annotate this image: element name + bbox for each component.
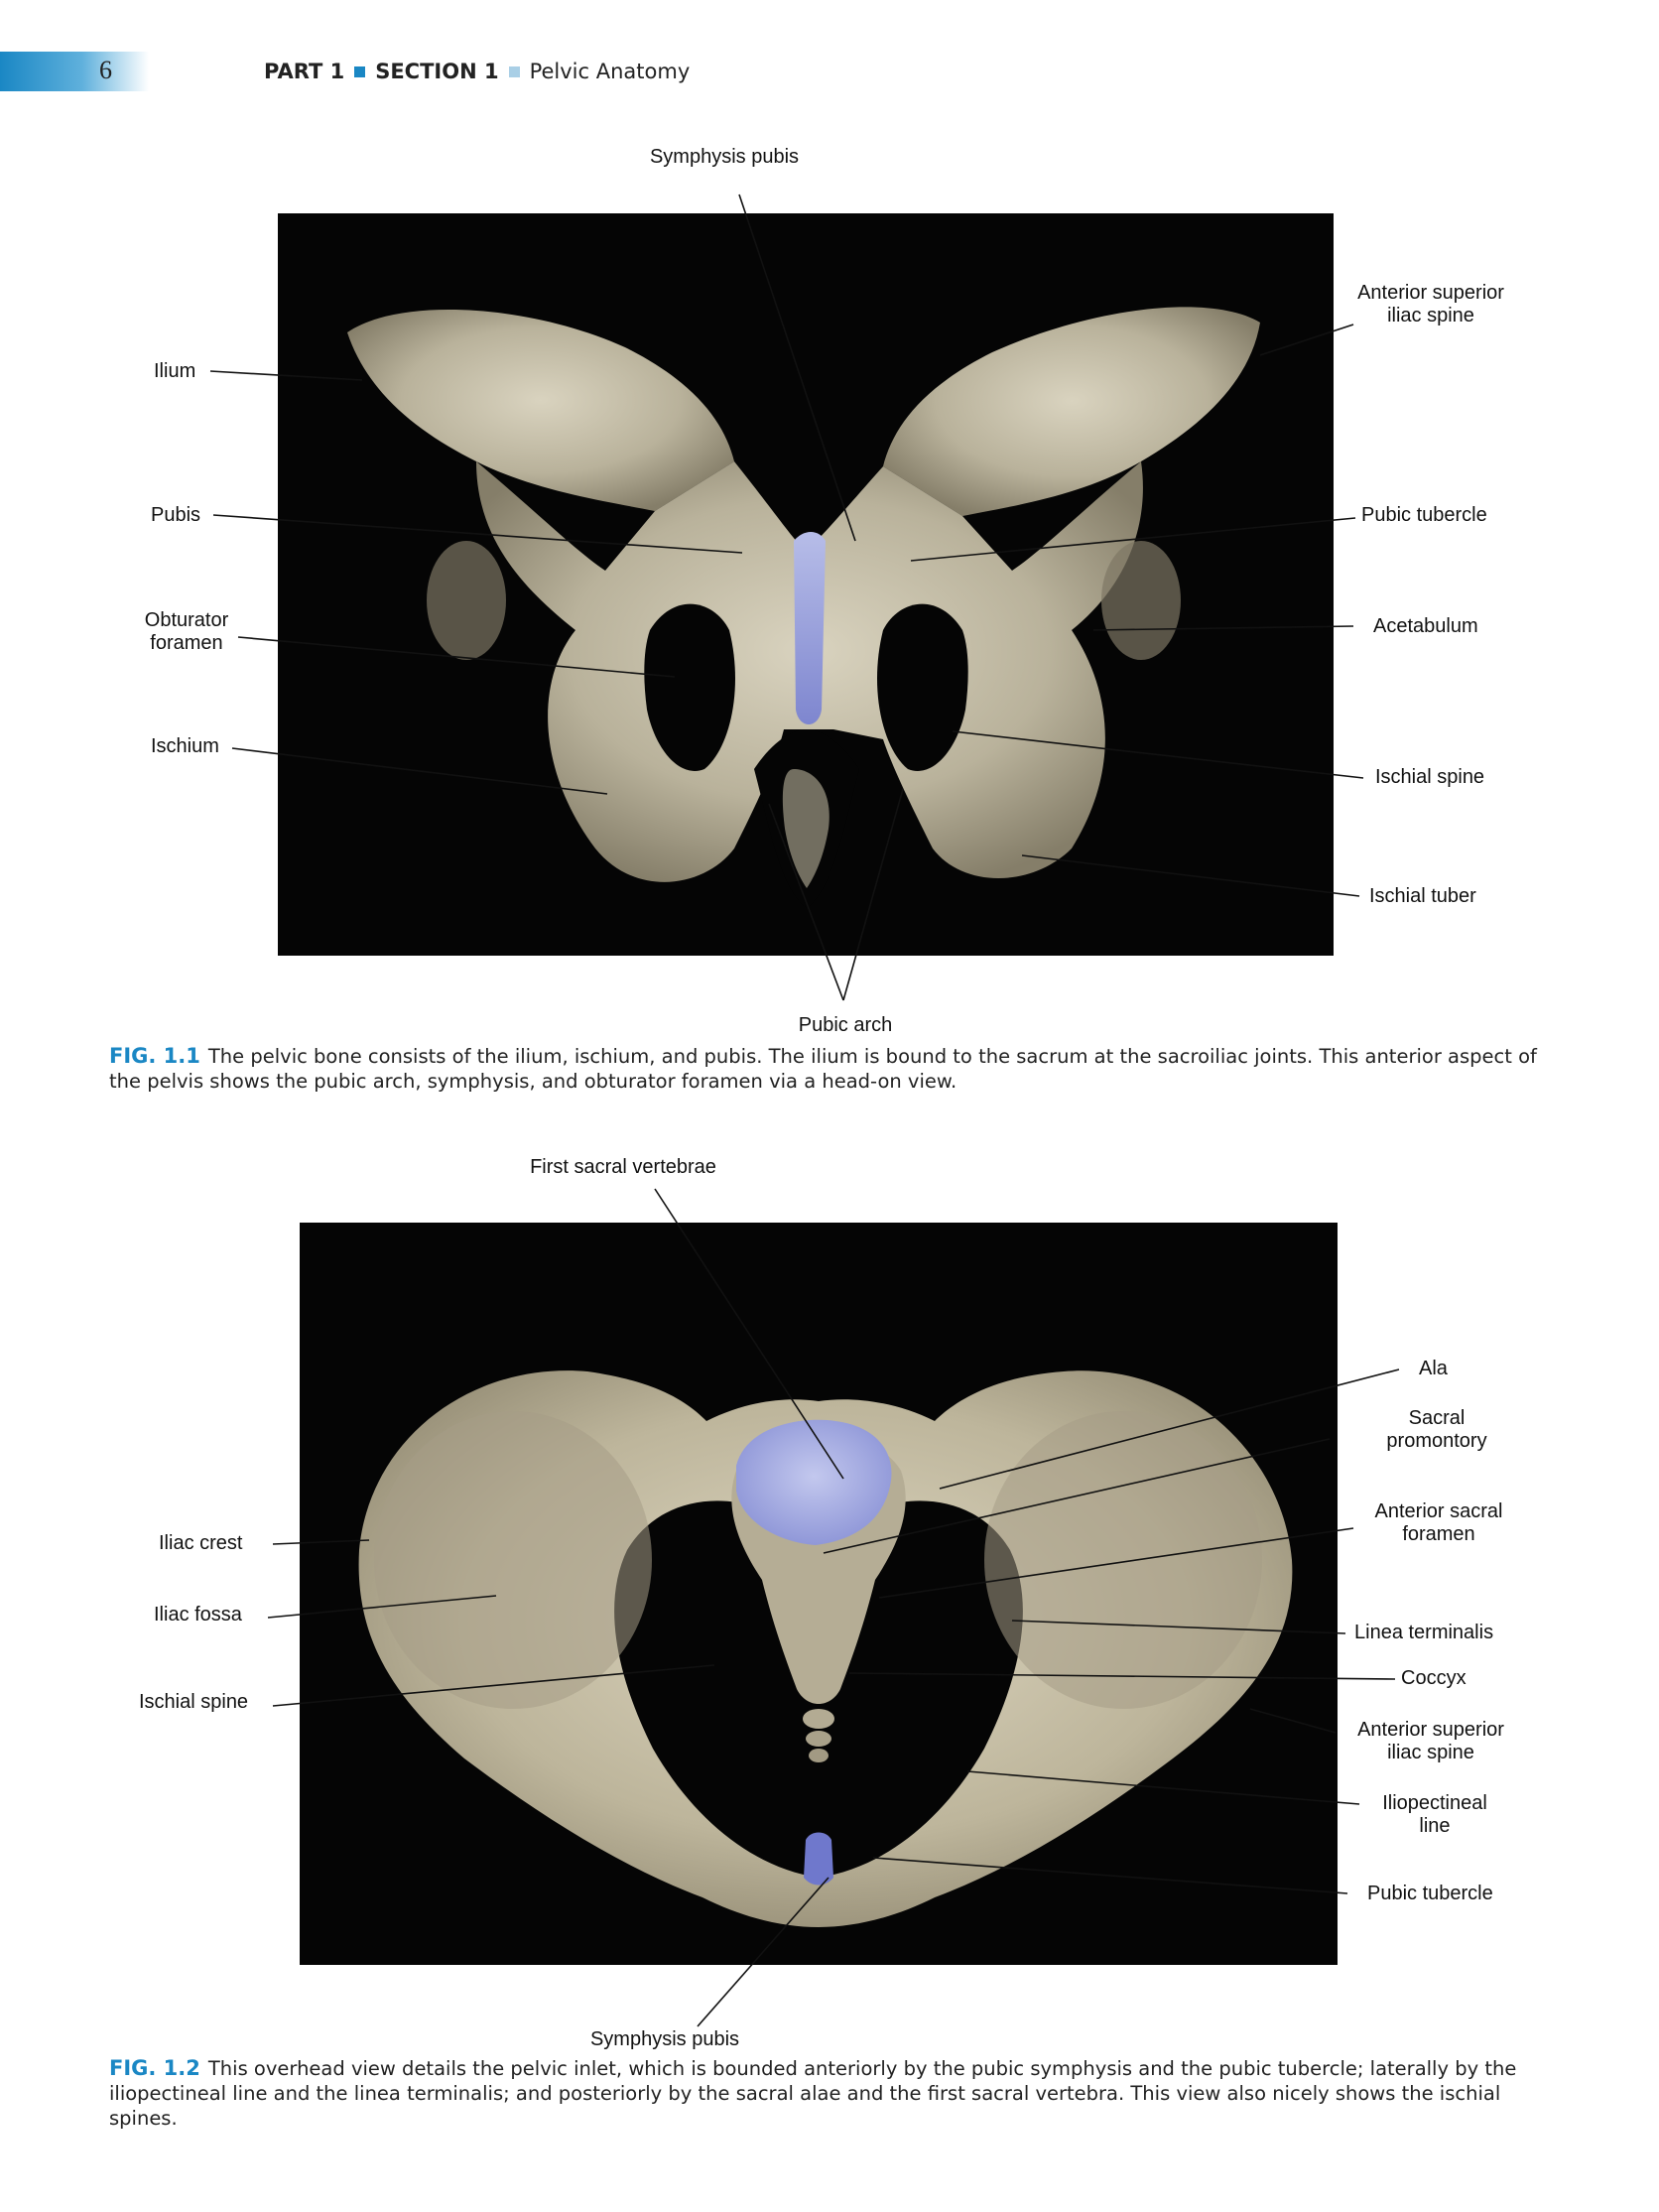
label-iliac-crest: Iliac crest [159,1532,243,1554]
label-symphysis-pubis: Symphysis pubis [649,146,800,168]
label-coccyx: Coccyx [1401,1667,1467,1689]
label-sacral-promontory: Sacral promontory [1386,1407,1487,1452]
label-pubis: Pubis [151,504,201,526]
label-ischial-tuber: Ischial tuber [1369,885,1476,907]
running-head: PART 1 SECTION 1 Pelvic Anatomy [264,60,690,83]
label-iliac-fossa: Iliac fossa [154,1604,242,1626]
separator-square-icon [354,65,366,77]
separator-square-icon [508,65,520,77]
page-number: 6 [99,56,112,84]
label-linea-terminalis: Linea terminalis [1354,1622,1494,1643]
label-ala: Ala [1419,1358,1448,1379]
chapter-title: Pelvic Anatomy [529,60,691,83]
label-iliopectineal-line: Iliopectineal line [1382,1792,1487,1837]
figure-1-1-number: FIG. 1.1 [109,1044,200,1068]
page-tab-accent [0,52,149,91]
label-anterior-superior-iliac-spine: Anterior superior iliac spine [1357,282,1504,326]
label-anterior-superior-iliac-spine: Anterior superior iliac spine [1357,1719,1504,1763]
label-ischium: Ischium [151,735,219,757]
figure-1-1-photo [278,213,1334,956]
label-ischial-spine: Ischial spine [139,1691,249,1713]
label-first-sacral-vertebrae: First sacral vertebrae [530,1156,716,1178]
section-label: SECTION 1 [375,60,499,83]
pelvis-anterior-illustration [278,213,1334,956]
pelvis-superior-illustration [300,1223,1338,1965]
label-pubic-tubercle: Pubic tubercle [1367,1883,1493,1904]
figure-1-2-caption-text: This overhead view details the pelvic in… [109,2057,1517,2130]
label-acetabulum: Acetabulum [1373,615,1478,637]
figure-1-2-number: FIG. 1.2 [109,2056,200,2080]
label-pubic-arch: Pubic arch [798,1014,893,1036]
label-symphysis-pubis: Symphysis pubis [589,2028,740,2050]
label-pubic-tubercle: Pubic tubercle [1361,504,1487,526]
label-obturator-foramen: Obturator foramen [144,609,229,654]
label-ischial-spine: Ischial spine [1375,766,1485,788]
label-ilium: Ilium [154,360,196,382]
figure-1-1-caption-text: The pelvic bone consists of the ilium, i… [109,1045,1537,1093]
part-label: PART 1 [264,60,345,83]
figure-1-2-photo [300,1223,1338,1965]
label-anterior-sacral-foramen: Anterior sacral foramen [1374,1500,1503,1545]
